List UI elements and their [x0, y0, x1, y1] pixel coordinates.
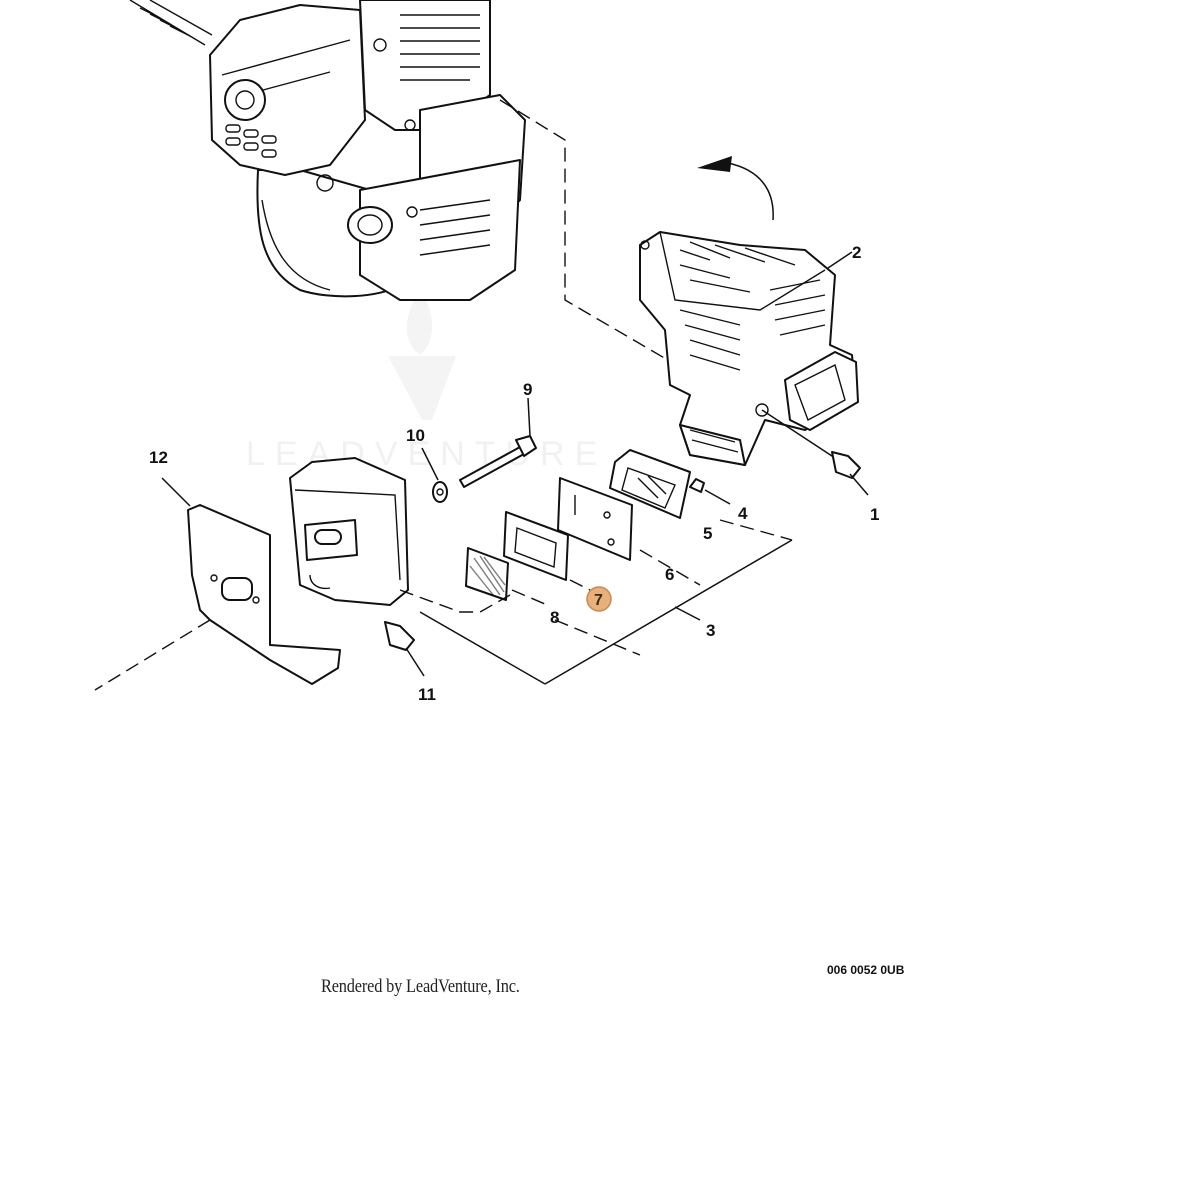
callout-9[interactable]: 9 — [523, 380, 532, 399]
callout-4[interactable]: 4 — [738, 504, 748, 523]
part-5-cover — [609, 449, 691, 519]
callout-5[interactable]: 5 — [703, 524, 712, 543]
engine-assembly — [129, 0, 526, 301]
part-7-gasket — [503, 511, 569, 581]
muffler-body — [289, 457, 409, 606]
callout-6[interactable]: 6 — [665, 565, 674, 584]
callout-3[interactable]: 3 — [706, 621, 715, 640]
part-4-screw — [689, 478, 731, 505]
watermark-text: LEADVENTURE — [246, 435, 607, 473]
part-9-bolt — [459, 397, 537, 488]
callout-2[interactable]: 2 — [852, 243, 861, 262]
rotation-arrow — [697, 156, 774, 221]
rendered-by-credit: Rendered by LeadVenture, Inc. — [321, 976, 520, 997]
callout-12[interactable]: 12 — [149, 448, 168, 467]
callout-11[interactable]: 11 — [418, 685, 436, 704]
part-6-plate — [557, 477, 633, 561]
part-8-screen — [465, 547, 509, 601]
callout-1[interactable]: 1 — [870, 505, 879, 524]
diagram-code: 006 0052 0UB — [827, 963, 905, 977]
part-2-shroud — [639, 231, 859, 466]
callout-7[interactable]: 7 — [594, 592, 603, 609]
part-11-screw — [384, 621, 425, 677]
callout-10[interactable]: 10 — [406, 426, 425, 445]
callout-bracket-3 — [419, 519, 793, 685]
part-1-screw — [761, 409, 869, 496]
leadventure-watermark: LEADVENTURE — [246, 290, 607, 473]
callout-7-highlight[interactable]: 7 — [586, 586, 612, 612]
part-12-heat-shield — [161, 477, 341, 685]
callout-8[interactable]: 8 — [550, 608, 559, 627]
part-10-washer — [421, 447, 448, 503]
exhaust-alignment-line — [499, 99, 751, 409]
